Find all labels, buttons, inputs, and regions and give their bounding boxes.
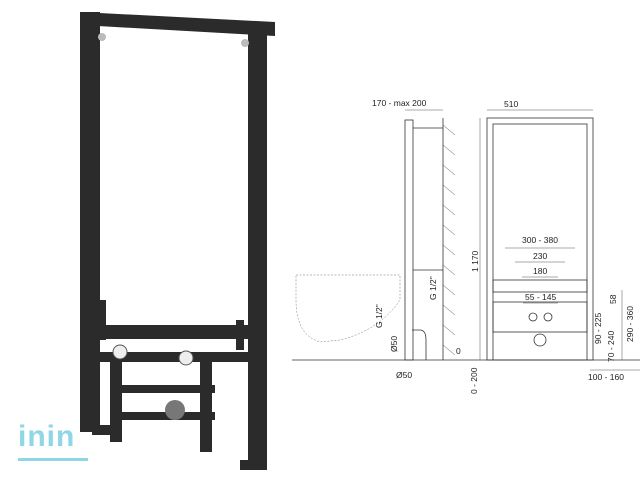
brand-logo: inin [18,420,88,461]
dim-thread-1: G 1/2" [428,276,438,300]
dim-zero-level: 0 [456,346,461,356]
dim-thread-2: G 1/2" [374,304,384,328]
logo-tagline-graphic [18,458,88,461]
dim-70-240: 70 - 240 [606,331,616,362]
dim-90-225: 90 - 225 [593,313,603,344]
dim-290-360: 290 - 360 [625,306,635,342]
front-view-drawing: 510 1 170 300 - 380 230 180 55 - 145 100… [470,99,640,382]
dim-pipe-2: Ø50 [396,370,412,380]
side-view-drawing: 170 - max 200 G 1/2" G 1/2" Ø50 Ø50 0 0 … [292,98,640,394]
fittings [98,33,249,366]
dim-55-145: 55 - 145 [525,292,556,302]
installation-frame [80,12,275,470]
dim-frame-width: 510 [504,99,518,109]
dim-300-380: 300 - 380 [522,235,558,245]
dim-side-depth: 170 - max 200 [372,98,427,108]
dim-floor-range: 0 - 200 [469,367,479,394]
dim-drain-range: 100 - 160 [588,372,624,382]
dim-pipe-1: Ø50 [389,336,399,352]
dim-58: 58 [608,294,618,304]
logo-text: inin [18,420,76,453]
dim-180: 180 [533,266,547,276]
dim-230: 230 [533,251,547,261]
dim-frame-height: 1 170 [470,250,480,272]
